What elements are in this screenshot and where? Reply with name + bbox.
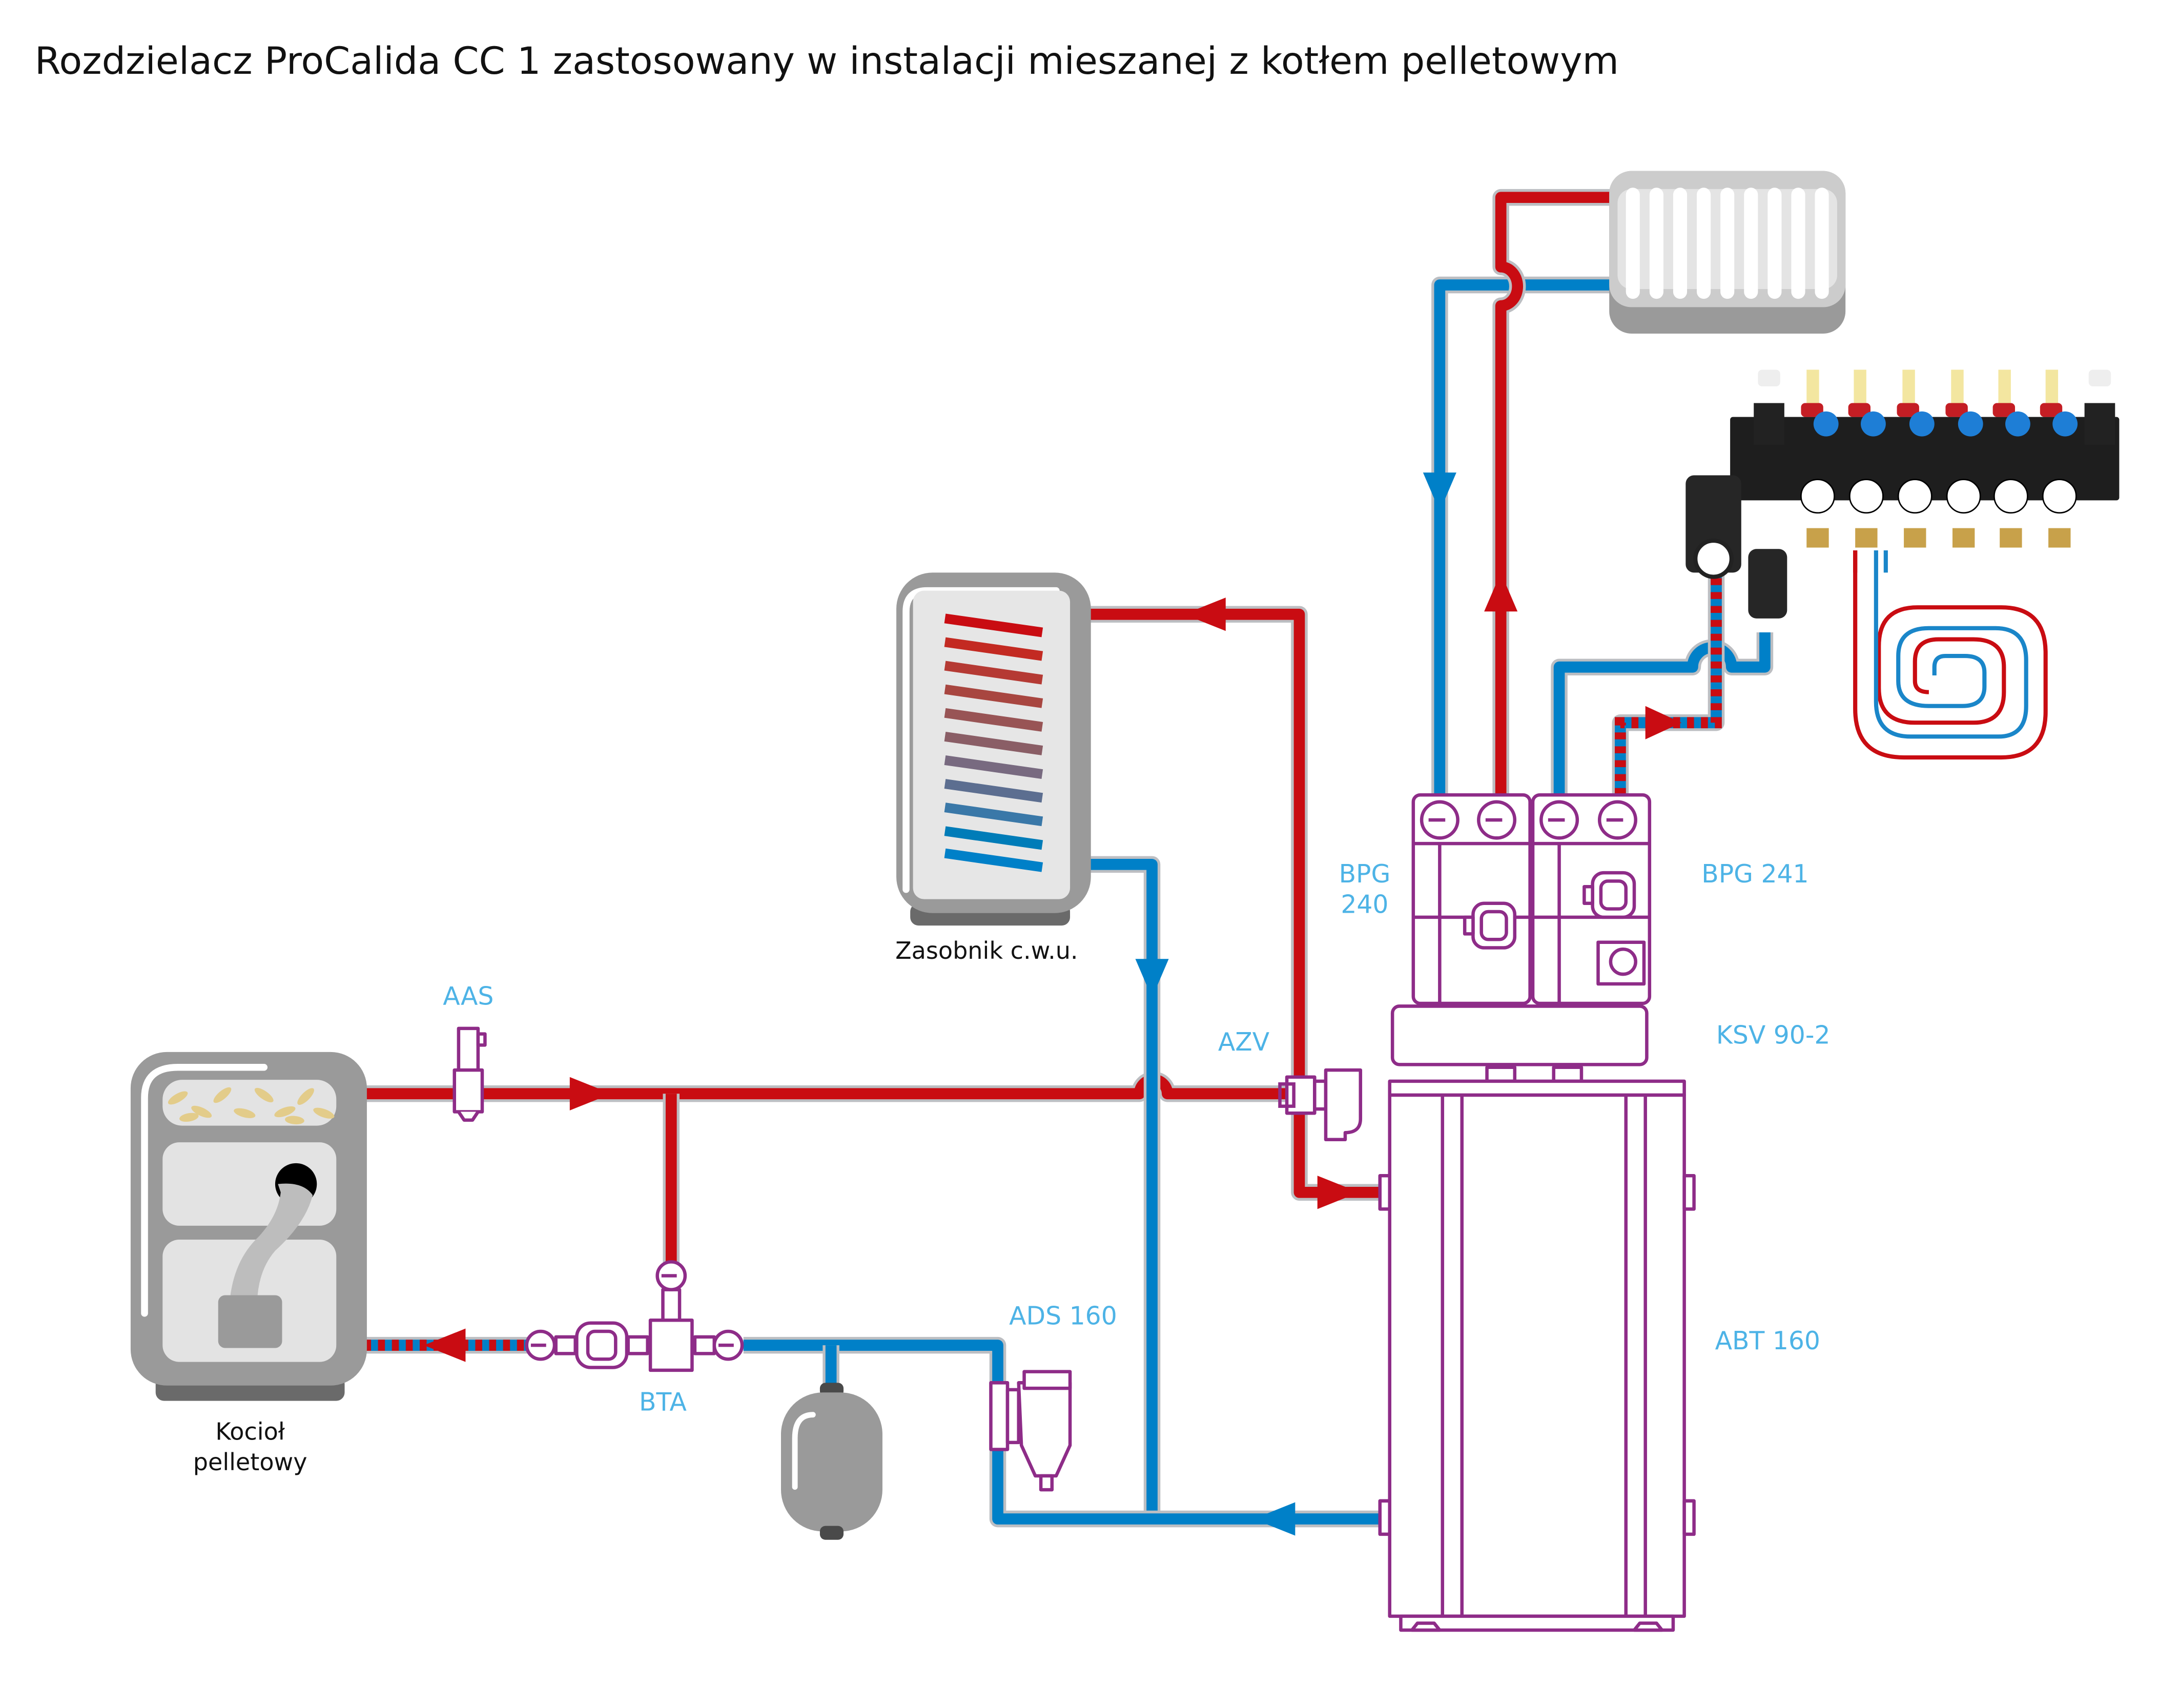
aas-label: AAS <box>443 982 494 1011</box>
hot-water-tank <box>896 572 1091 926</box>
pump-group-bpg241 <box>1531 793 1652 1005</box>
manifold-circuit <box>1897 369 1935 548</box>
flow-arrow-down-icon <box>1423 472 1456 512</box>
thermostatic-valve-icon <box>648 1319 694 1372</box>
zone-valve-azv <box>1278 1068 1363 1142</box>
diagram-title: Rozdzielacz ProCalida CC 1 zastosowany w… <box>35 39 1619 83</box>
floor-return-pipe <box>1551 632 1774 795</box>
buffer-tank-abt160 <box>1378 1079 1696 1632</box>
flow-arrow-right-icon <box>569 1077 612 1110</box>
manifold-ksv90-2 <box>1390 1004 1649 1083</box>
flow-arrow-up-icon <box>1484 572 1518 612</box>
heating-coil <box>944 613 1043 872</box>
boiler-label-line2: pelletowy <box>193 1448 307 1476</box>
pipes <box>364 189 1774 1528</box>
pump-group-bta <box>525 1260 744 1372</box>
manifold-circuit <box>1848 369 1886 548</box>
manifold-circuit <box>1800 369 1839 548</box>
ksv-label: KSV 90-2 <box>1716 1021 1831 1050</box>
flow-arrow-right-icon <box>1645 706 1682 739</box>
manifold-circuit <box>1945 369 1983 548</box>
flow-arrow-left-icon <box>424 1328 466 1362</box>
burner <box>218 1295 282 1348</box>
radiator-return-pipe <box>1431 276 1612 795</box>
manifold-thermometer-icon <box>1693 538 1734 579</box>
bpg241-label: BPG 241 <box>1701 859 1808 889</box>
expansion-vessel <box>780 1383 882 1540</box>
air-vent-aas <box>453 1026 487 1122</box>
dirt-separator-ads160 <box>989 1370 1072 1492</box>
ads-label: ADS 160 <box>1009 1301 1117 1330</box>
abt-label: ABT 160 <box>1715 1326 1820 1355</box>
flow-arrow-left-icon <box>1253 1502 1296 1536</box>
pellet-boiler <box>130 1052 367 1401</box>
bpg240-label-line1: BPG <box>1339 859 1391 889</box>
bta-label: BTA <box>639 1388 687 1417</box>
manifold-circuit <box>1992 369 2030 548</box>
bpg240-label-line2: 240 <box>1341 890 1388 919</box>
dhw-tank-label: Zasobnik c.w.u. <box>895 937 1078 964</box>
radiator <box>1609 171 1846 334</box>
manifold-circuit <box>2040 369 2078 548</box>
azv-label: AZV <box>1218 1027 1269 1057</box>
manifold-circuits <box>1800 369 2078 548</box>
flow-arrow-down-icon <box>1135 959 1169 998</box>
underfloor-heating-loop <box>1853 550 2048 760</box>
flow-arrows <box>424 472 1682 1536</box>
flow-arrow-left-icon <box>1184 598 1226 631</box>
underfloor-manifold <box>1685 369 2120 619</box>
radiator-supply-pipe <box>1492 189 1612 795</box>
flow-arrow-right-icon <box>1317 1176 1360 1209</box>
boiler-label-line1: Kocioł <box>215 1417 285 1445</box>
pump-group-bpg240 <box>1411 793 1532 1005</box>
